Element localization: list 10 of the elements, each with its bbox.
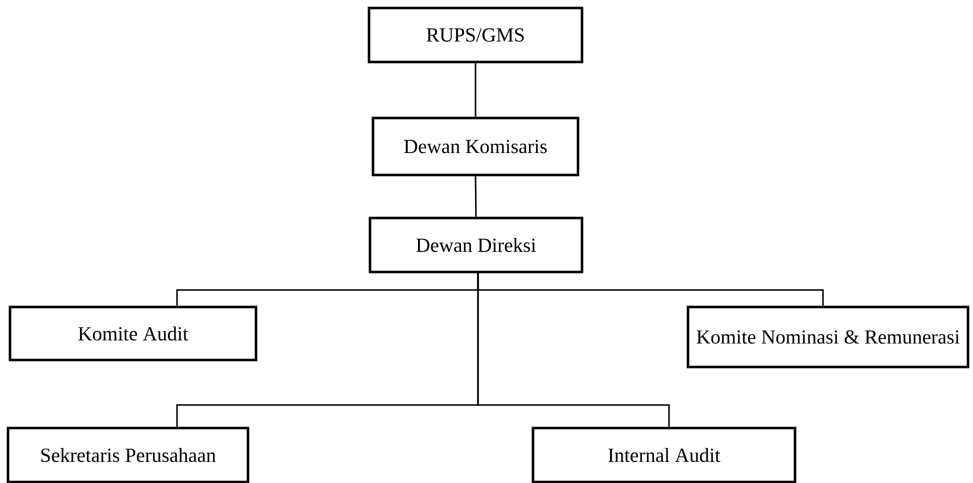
org-box: Dewan Komisaris <box>372 116 580 176</box>
org-box: Komite Audit <box>8 306 258 362</box>
connector-line <box>477 272 670 427</box>
org-box: Internal Audit <box>532 426 796 483</box>
connector-line <box>474 63 476 117</box>
org-box: RUPS/GMS <box>368 6 584 64</box>
org-box: Komite Nominasi & Remunerasi <box>686 306 970 368</box>
org-box: Dewan Direksi <box>368 216 584 274</box>
connector-line <box>474 176 477 217</box>
org-box: Sekretaris Perusahaan <box>6 426 250 483</box>
